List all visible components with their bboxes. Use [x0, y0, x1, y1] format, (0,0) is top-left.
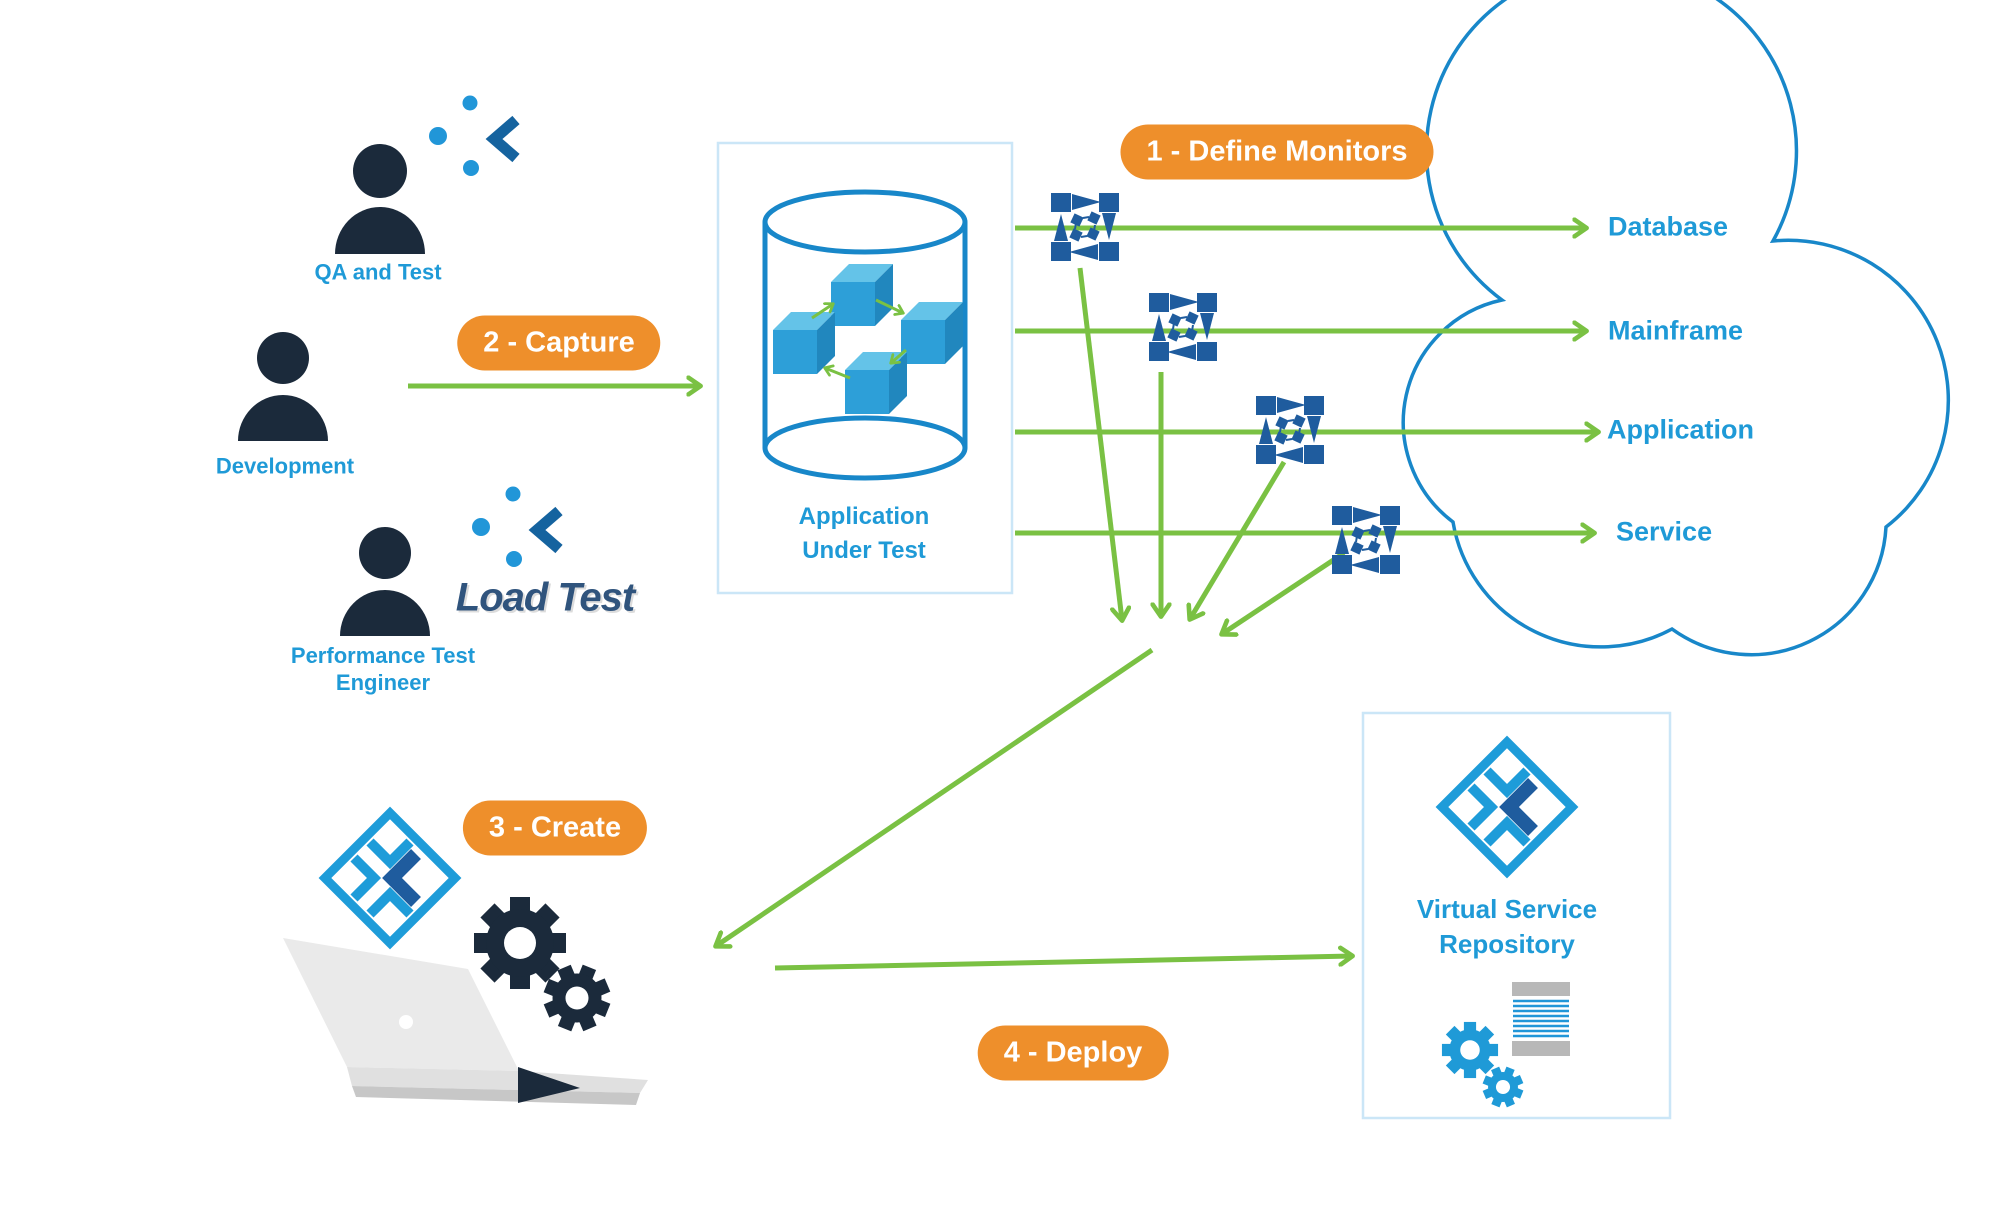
cloud-endpoint-database: Database: [1608, 211, 1729, 242]
component-cubes: [773, 264, 963, 414]
vsr-label-line1: Virtual Service: [1416, 894, 1598, 924]
badge-deploy: 4 - Deploy: [977, 1025, 1169, 1081]
cube-cycle-arrows: [811, 298, 907, 380]
cloud-outline: [1401, 0, 1951, 657]
sv-diamond-icon-laptop: [325, 813, 455, 943]
cube-top: [831, 264, 893, 326]
performance-test-engineer-label: Performance Test Engineer: [290, 643, 476, 695]
cloud-endpoint-application: Application: [1607, 414, 1754, 445]
actor-icons: [238, 144, 430, 636]
cube-bottom: [845, 352, 907, 414]
monitor4-down-arrow: [1222, 550, 1346, 634]
cube-left: [773, 312, 835, 374]
monitor3-down-arrow: [1190, 460, 1287, 619]
deploy-arrow: [774, 956, 1352, 971]
dots-chevron-icon-loadtest: [472, 487, 559, 568]
monitor-icon-mainframe: [1148, 292, 1218, 362]
aut-label-line1: Application: [798, 503, 930, 530]
application-cylinder: [762, 189, 968, 481]
cube-right: [901, 302, 963, 364]
application-under-test-label: Application Under Test: [799, 500, 930, 568]
monitor-icons: [1050, 192, 1401, 575]
performance-person-icon: [340, 527, 430, 636]
badge-capture: 2 - Capture: [457, 315, 661, 371]
cloud-endpoint-service: Service: [1616, 516, 1713, 547]
flow-arrows: [408, 228, 1598, 971]
create-diagonal-arrow: [716, 647, 1154, 946]
aut-label-line2: Under Test: [802, 537, 926, 564]
virtual-service-repository-label: Virtual Service Repository: [1417, 892, 1597, 962]
load-test-logo: Load Test: [455, 575, 635, 620]
monitor-icon-service: [1331, 505, 1401, 575]
document-icon: [1512, 982, 1570, 1056]
gears-icon-create: [474, 897, 621, 1042]
qa-person-icon: [335, 144, 425, 254]
development-label: Development: [215, 453, 355, 479]
vsr-label-line2: Repository: [1439, 929, 1575, 959]
laptop-icon: [283, 938, 648, 1105]
development-person-icon: [238, 332, 328, 441]
monitor1-down-arrow: [1077, 267, 1122, 620]
qa-and-test-label: QA and Test: [314, 259, 442, 285]
dots-chevron-icon-top: [429, 96, 516, 177]
cloud-endpoint-mainframe: Mainframe: [1608, 315, 1744, 346]
badge-define-monitors: 1 - Define Monitors: [1120, 124, 1434, 180]
badge-create: 3 - Create: [462, 800, 648, 856]
